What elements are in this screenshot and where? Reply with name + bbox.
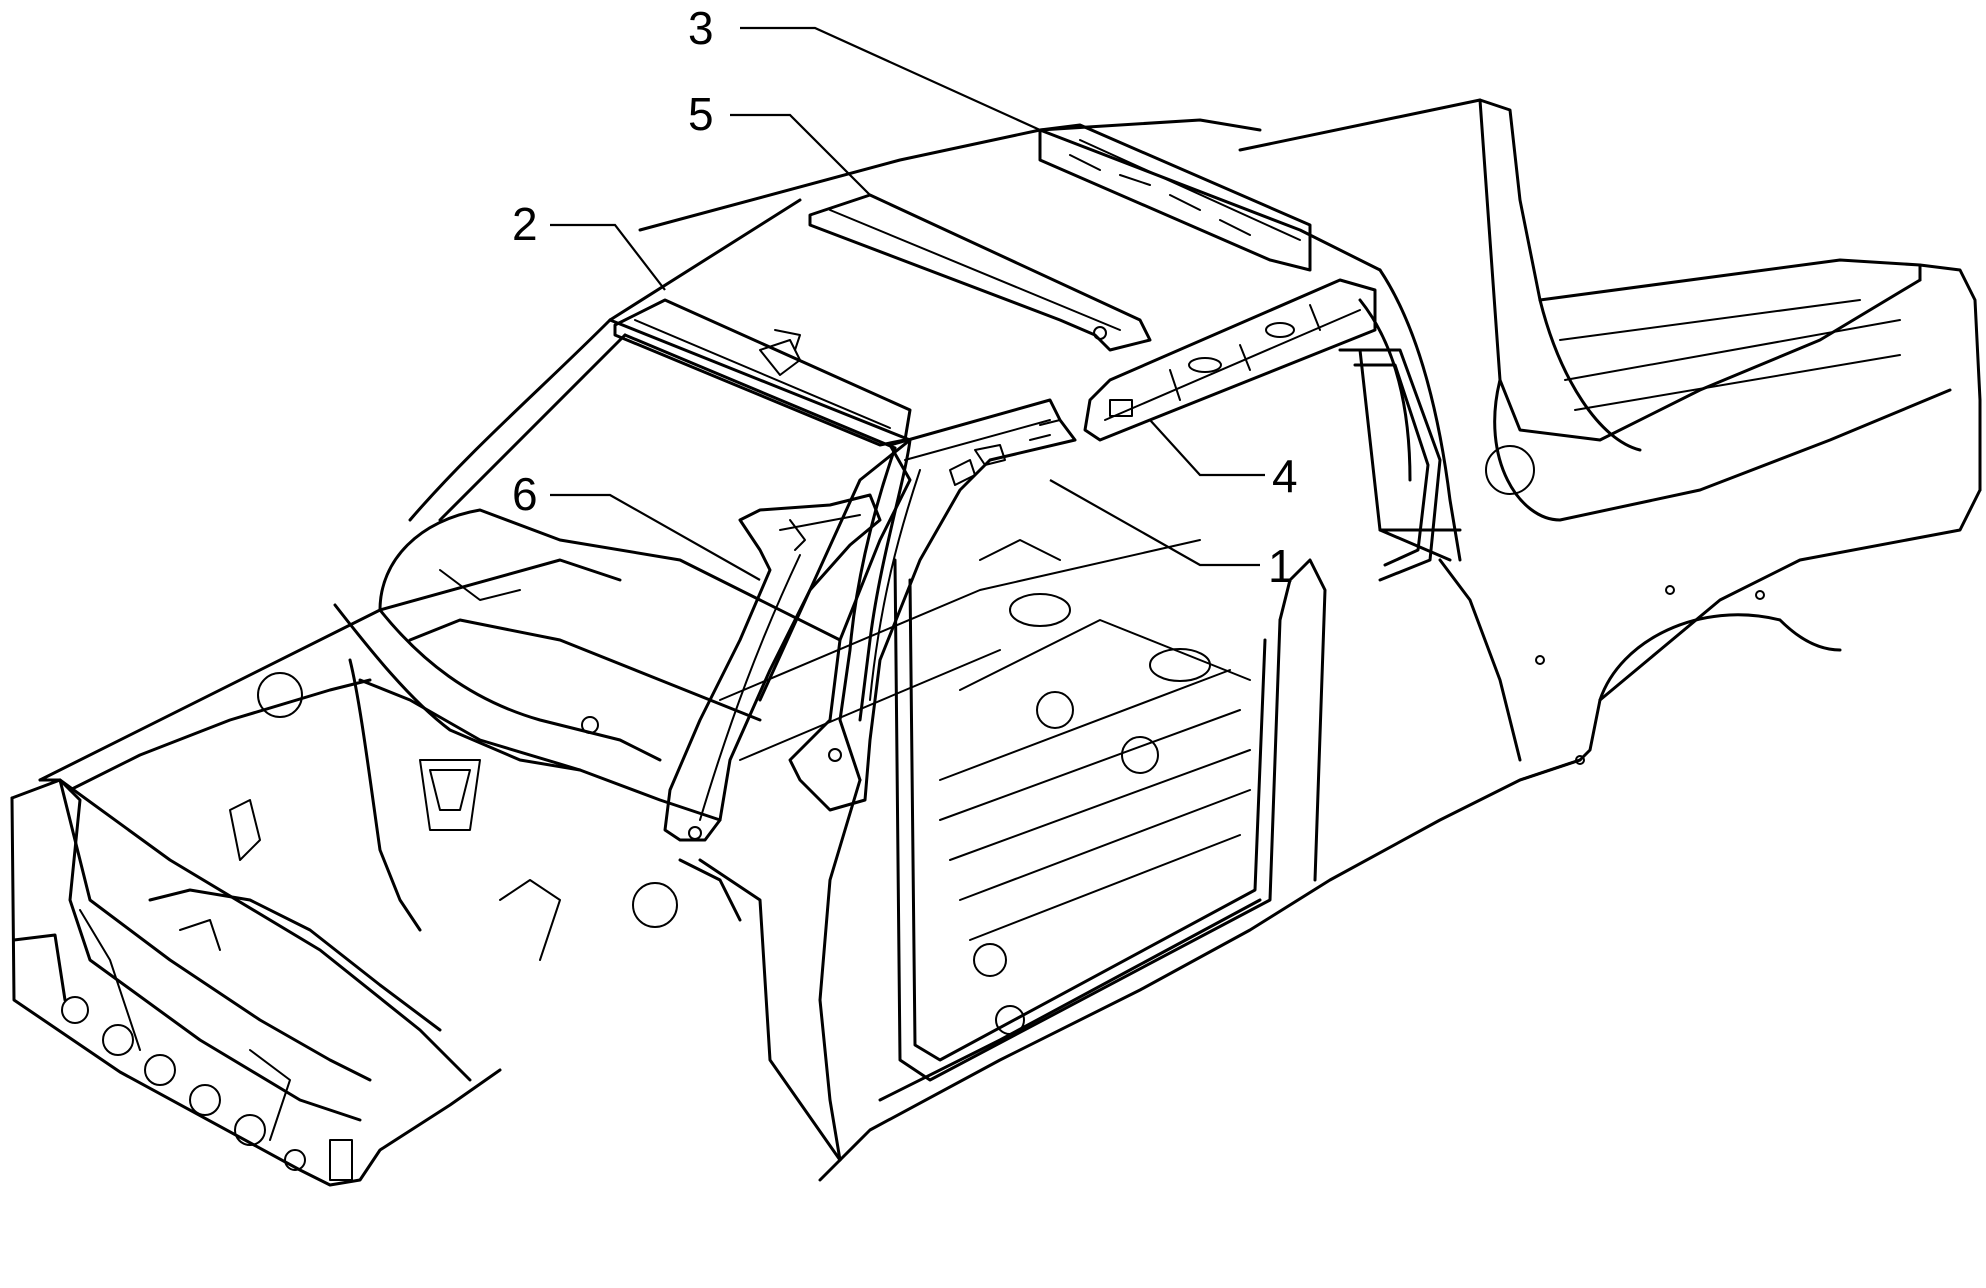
callout-1: 1 [1268,540,1294,592]
part-1-a-pillar [788,398,1077,812]
callout-2: 2 [512,198,538,250]
callout-4: 4 [1272,450,1298,502]
part-5-roof-crossmember [808,193,1152,352]
leader-5 [730,113,871,196]
leader-6 [550,493,761,581]
leader-4 [1149,419,1265,477]
body-shell [10,98,1982,1187]
callout-6: 6 [512,468,538,520]
callout-3: 3 [688,2,714,54]
leader-1 [1049,479,1260,567]
leader-lines [550,26,1265,581]
callout-5: 5 [688,88,714,140]
leader-2 [550,223,666,291]
leader-3 [740,26,1041,132]
part-6-a-pillar-reinforcement [663,493,882,842]
part-4-roof-side-rail [1083,278,1377,442]
part-3-rear-crossmember [1038,123,1312,272]
